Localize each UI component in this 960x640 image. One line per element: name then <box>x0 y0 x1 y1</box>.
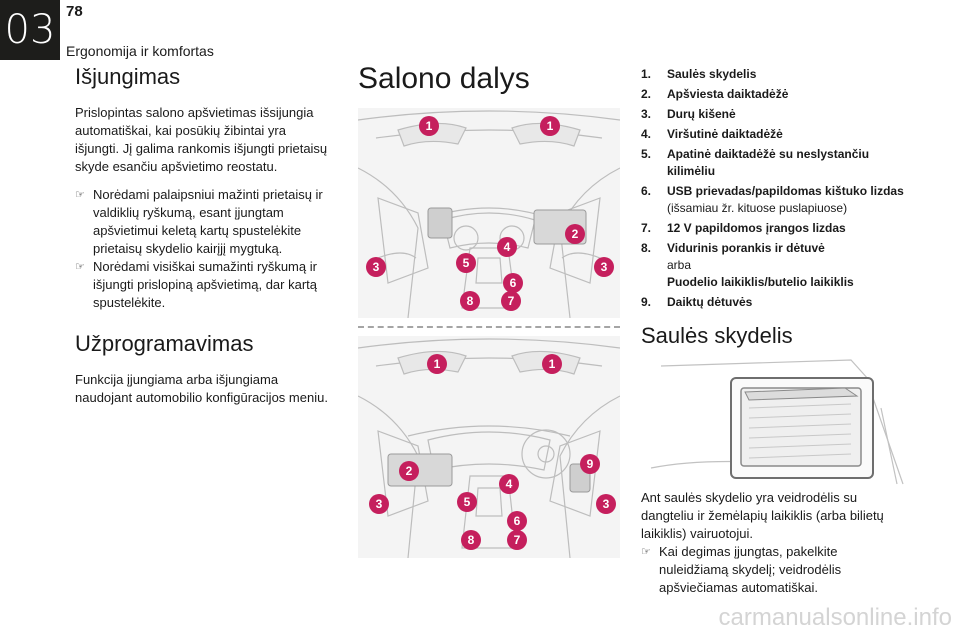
callout-badge: 3 <box>594 257 614 277</box>
list-item: 6.USB prievadas/papildomas kištuko lizda… <box>641 183 909 217</box>
left-column: Išjungimas Prislopintas salono apšvietim… <box>75 64 333 407</box>
section-title-isjungimas: Išjungimas <box>75 64 181 89</box>
callout-badge: 3 <box>366 257 386 277</box>
callout-badge: 2 <box>399 461 419 481</box>
list-item: 2.Apšviesta daiktadėžė <box>641 87 789 101</box>
sun-visor-paragraph: Ant saulės skydelio yra veidrodėlis su d… <box>641 490 884 541</box>
list-item-note: (išsamiau žr. kituose puslapiuose) <box>667 201 848 215</box>
page-number: 78 <box>66 3 83 20</box>
bullet-text: Norėdami palaipsniui mažinti prietaisų i… <box>93 187 323 256</box>
section-title-salono-dalys: Salono dalys <box>358 62 530 95</box>
uzprogramavimas-paragraph: Funkcija įjungiama arba išjungiama naudo… <box>75 372 328 405</box>
callout-badge: 3 <box>596 494 616 514</box>
callout-badge: 5 <box>457 492 477 512</box>
callout-badge: 1 <box>540 116 560 136</box>
callout-badge: 6 <box>507 511 527 531</box>
arrow-bullet-icon: ☞ <box>75 261 85 273</box>
callout-badge: 4 <box>499 474 519 494</box>
parts-list: 1.Saulės skydelis 2.Apšviesta daiktadėžė… <box>641 66 909 311</box>
chapter-tab: 03 <box>0 0 60 60</box>
callout-badge: 5 <box>456 253 476 273</box>
callout-badge: 8 <box>461 530 481 550</box>
section-title-uzprogramavimas: Užprogramavimas <box>75 331 254 356</box>
list-item: 4.Viršutinė daiktadėžė <box>641 127 783 141</box>
callout-badge: 3 <box>369 494 389 514</box>
callout-badge: 1 <box>419 116 439 136</box>
callout-badge: 7 <box>507 530 527 550</box>
bullet-item: ☞ Kai degimas įjungtas, pakelkite nuleid… <box>641 543 909 597</box>
list-item-note: arba <box>667 258 692 272</box>
callout-badge: 6 <box>503 273 523 293</box>
arrow-bullet-icon: ☞ <box>641 546 651 558</box>
sun-visor-drawing <box>650 359 904 485</box>
isjungimas-paragraph: Prislopintas salono apšvietimas išsijung… <box>75 105 328 174</box>
parts-list-container: 1.Saulės skydelis 2.Apšviesta daiktadėžė… <box>641 66 909 314</box>
bullet-item: ☞ Norėdami palaipsniui mažinti prietaisų… <box>75 186 333 258</box>
bullet-item: ☞ Norėdami visiškai sumažinti ryškumą ir… <box>75 258 333 312</box>
list-item: 7.12 V papildomos įrangos lizdas <box>641 221 846 235</box>
callout-badge: 2 <box>565 224 585 244</box>
list-item: 9.Daiktų dėtuvės <box>641 295 753 309</box>
list-item: 1.Saulės skydelis <box>641 67 757 81</box>
callout-badge: 9 <box>580 454 600 474</box>
interior-drawing <box>358 338 620 558</box>
arrow-bullet-icon: ☞ <box>75 189 85 201</box>
list-item: 5.Apatinė daiktadėžė su neslystančiu kil… <box>641 147 870 178</box>
callout-badge: 1 <box>542 354 562 374</box>
interior-drawing <box>358 110 620 318</box>
callout-badge: 4 <box>497 237 517 257</box>
sun-visor-figure <box>641 358 909 486</box>
callout-badge: 8 <box>460 291 480 311</box>
figure-divider <box>358 326 620 328</box>
watermark: carmanualsonline.info <box>718 604 952 631</box>
chapter-title: Ergonomija ir komfortas <box>66 43 214 59</box>
callout-badge: 1 <box>427 354 447 374</box>
interior-figure-top: 1 1 2 3 3 4 5 6 7 8 <box>358 108 620 318</box>
callout-badge: 7 <box>501 291 521 311</box>
list-item: 3.Durų kišenė <box>641 107 736 121</box>
section-title-sauliu-skydelis: Saulės skydelis <box>641 323 793 348</box>
bullet-text: Norėdami visiškai sumažinti ryškumą ir i… <box>93 259 317 310</box>
bullet-text: Kai degimas įjungtas, pakelkite nuleidži… <box>659 544 842 595</box>
interior-figure-bottom: 1 1 2 3 3 4 5 6 7 8 9 <box>358 336 620 558</box>
